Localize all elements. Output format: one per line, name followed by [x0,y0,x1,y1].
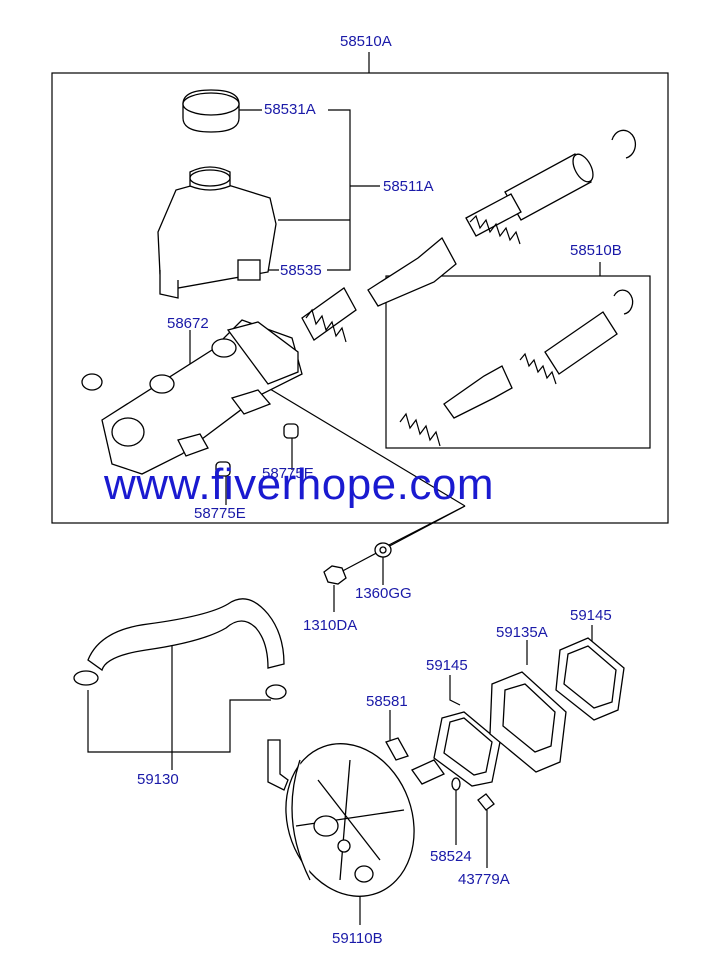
reservoir [157,166,277,299]
label-plug-lower: 58775E [194,505,246,522]
label-booster: 59110B [332,930,383,947]
label-washer: 1360GG [355,585,412,602]
label-spacer: 59135A [496,624,548,641]
label-cap: 58531A [264,101,316,118]
push-rod [385,737,495,811]
label-subkit: 58510B [570,242,622,259]
piston-subkit [443,289,634,419]
nut-washer [323,542,392,585]
label-reservoir: 58511A [383,178,434,195]
label-hose: 59130 [137,771,179,788]
vacuum-hose [73,598,289,791]
spacer [489,671,567,773]
brake-booster [285,743,415,897]
piston-upper [301,129,637,341]
gasket-right [555,637,625,721]
gasket-left [433,711,501,787]
label-sensor: 58535 [280,262,322,279]
label-clip: 43779A [458,871,510,888]
assembly-box [51,72,669,524]
master-cylinder [81,319,303,477]
label-assembly: 58510A [340,33,392,50]
label-gasket-right: 59145 [570,607,612,624]
watermark-text: www.fiverhope.com [104,460,494,509]
label-cylinder: 58672 [167,315,209,332]
label-pin: 58524 [430,848,472,865]
label-rod: 58581 [366,693,408,710]
label-plug-upper: 58775E [262,465,314,482]
reservoir-bracket [327,109,351,271]
label-nut: 1310DA [303,617,358,634]
subkit-box [385,275,651,449]
reservoir-cap [182,89,240,133]
label-gasket-left: 59145 [426,657,468,674]
